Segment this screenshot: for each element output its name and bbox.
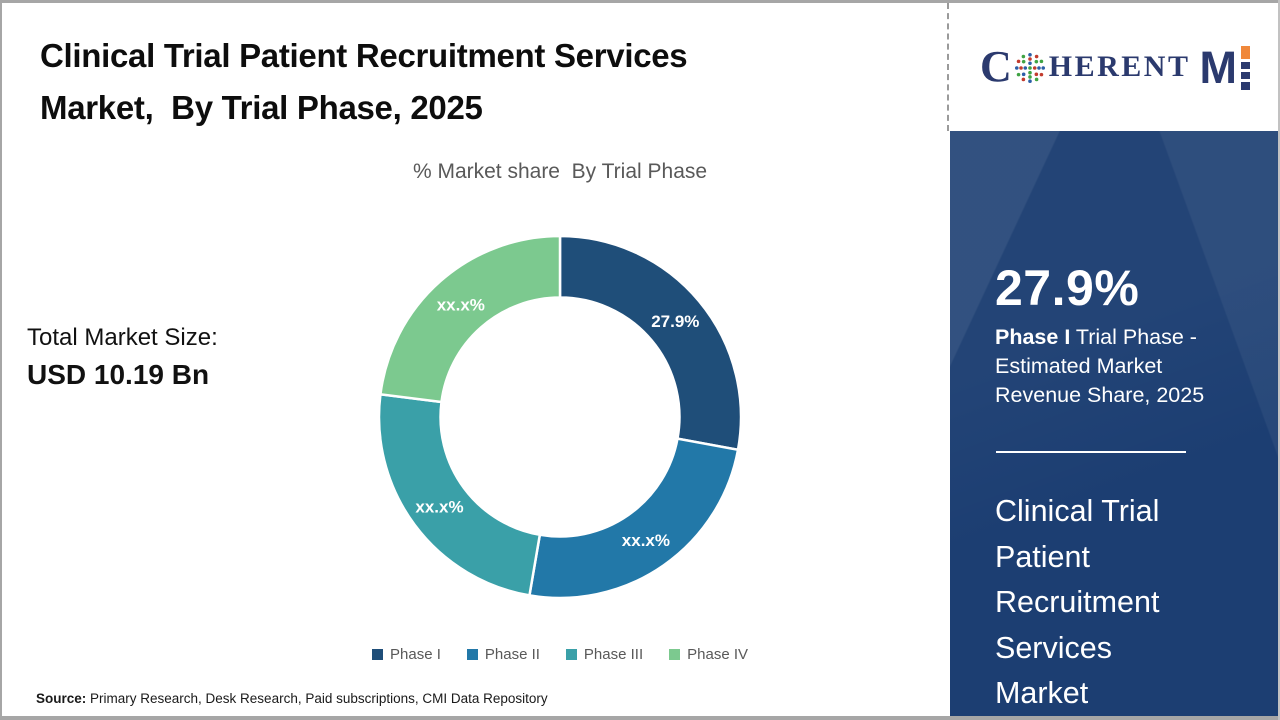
sidebar-market-name-line: Patient	[995, 539, 1090, 574]
globe-dot	[1027, 52, 1032, 57]
donut-slice-label-phase-iii: xx.x%	[415, 497, 463, 516]
page-title: Clinical Trial Patient Recruitment Servi…	[40, 30, 920, 134]
globe-dot	[1023, 66, 1027, 70]
total-market-size-block: Total Market Size: USD 10.19 Bn	[27, 324, 218, 391]
globe-dot	[1032, 66, 1037, 70]
sidebar-stat-phase: Phase I	[995, 325, 1071, 349]
globe-dot	[1036, 66, 1041, 70]
logo-zone: C HERENT M	[950, 3, 1280, 131]
donut-slice-label-phase-iv: xx.x%	[437, 296, 485, 315]
legend-swatch	[669, 649, 681, 660]
dotted-globe-icon	[1014, 52, 1045, 84]
donut-segment-phase-ii	[527, 437, 740, 600]
logo-letter-c: C	[980, 42, 1012, 91]
frame-border-bottom	[0, 716, 1280, 720]
globe-dot	[1016, 72, 1021, 77]
sidebar-divider	[996, 451, 1186, 453]
donut-chart: 27.9% xx.x% xx.x% xx.x%	[377, 234, 743, 600]
globe-dot	[1019, 66, 1023, 70]
globe-dot	[1039, 72, 1044, 77]
legend-label: Phase II	[484, 646, 540, 663]
sidebar-stat-description: Phase I Trial Phase - Estimated Market R…	[995, 323, 1204, 410]
logo-i-segment	[1240, 82, 1250, 90]
globe-dot	[1027, 79, 1032, 84]
source-text: Primary Research, Desk Research, Paid su…	[86, 691, 548, 706]
title-line2: Market, By Trial Phase, 2025	[40, 89, 483, 126]
globe-dot	[1021, 72, 1026, 77]
sidebar: 27.9% Phase I Trial Phase - Estimated Ma…	[950, 131, 1280, 720]
globe-dot	[1014, 66, 1019, 70]
globe-dot	[1021, 77, 1025, 82]
source-line: Source: Primary Research, Desk Research,…	[36, 691, 548, 706]
coherentmi-logo: C HERENT M	[980, 44, 1250, 90]
sidebar-stat-line2: Estimated Market	[995, 354, 1163, 378]
globe-dot	[1041, 66, 1045, 70]
globe-dot	[1039, 59, 1044, 64]
globe-dot	[1021, 54, 1025, 59]
chart-subtitle: % Market share By Trial Phase	[412, 160, 708, 183]
logo-letter-m: M	[1199, 41, 1236, 93]
legend-label: Phase IV	[687, 646, 748, 663]
sidebar-stat-line3: Revenue Share, 2025	[995, 383, 1205, 407]
logo-i-segment	[1240, 46, 1250, 59]
legend-label: Phase III	[583, 646, 644, 663]
sidebar-stat-value: 27.9%	[995, 260, 1140, 316]
dashed-separator	[947, 3, 949, 131]
donut-segment-phase-i	[558, 234, 743, 452]
globe-dot	[1034, 54, 1039, 59]
donut-slice-label-phase-ii: xx.x%	[622, 531, 670, 550]
title-line1: Clinical Trial Patient Recruitment Servi…	[40, 37, 688, 74]
globe-dot	[1027, 57, 1032, 61]
legend-swatch	[466, 649, 478, 660]
donut-segment-phase-iv	[379, 234, 562, 404]
globe-dot	[1034, 77, 1039, 82]
legend-item-phase-iii: Phase III	[565, 646, 644, 663]
globe-dot	[1027, 66, 1032, 70]
globe-dot	[1016, 59, 1021, 64]
donut-segment-phase-iii	[377, 392, 542, 597]
sidebar-market-name-line: Recruitment	[995, 585, 1160, 619]
sidebar-market-name-line: Services	[995, 630, 1112, 665]
legend-item-phase-iv: Phase IV	[669, 646, 748, 663]
sidebar-market-name-line: Clinical Trial	[995, 494, 1160, 528]
donut-slice-label-phase-i: 27.9%	[651, 312, 699, 331]
sidebar-stat-line1: Trial Phase -	[1070, 325, 1197, 349]
total-market-size-value: USD 10.19 Bn	[27, 359, 210, 390]
legend-item-phase-i: Phase I	[372, 646, 441, 663]
frame-border-left	[0, 0, 2, 720]
globe-dot	[1027, 61, 1032, 66]
globe-dot	[1021, 59, 1026, 64]
total-market-size-label: Total Market Size:	[27, 324, 218, 351]
source-label: Source:	[36, 691, 87, 706]
globe-dot	[1027, 70, 1032, 75]
logo-i-segment	[1240, 62, 1250, 69]
legend-item-phase-ii: Phase II	[466, 646, 540, 663]
legend-swatch	[565, 649, 577, 660]
frame-border-top	[0, 0, 1280, 3]
globe-dot	[1034, 59, 1038, 64]
logo-i-segment	[1240, 72, 1250, 79]
frame-border-right	[1278, 0, 1280, 720]
logo-segmented-i-icon	[1240, 46, 1250, 90]
legend-label: Phase I	[390, 646, 441, 663]
globe-dot	[1027, 75, 1032, 79]
chart-legend: Phase I Phase II Phase III Phase IV	[300, 646, 820, 663]
sidebar-market-name-line: Market	[995, 676, 1089, 710]
legend-swatch	[372, 649, 383, 660]
logo-letters-herent: HERENT	[1048, 50, 1191, 83]
globe-dot	[1034, 72, 1038, 77]
